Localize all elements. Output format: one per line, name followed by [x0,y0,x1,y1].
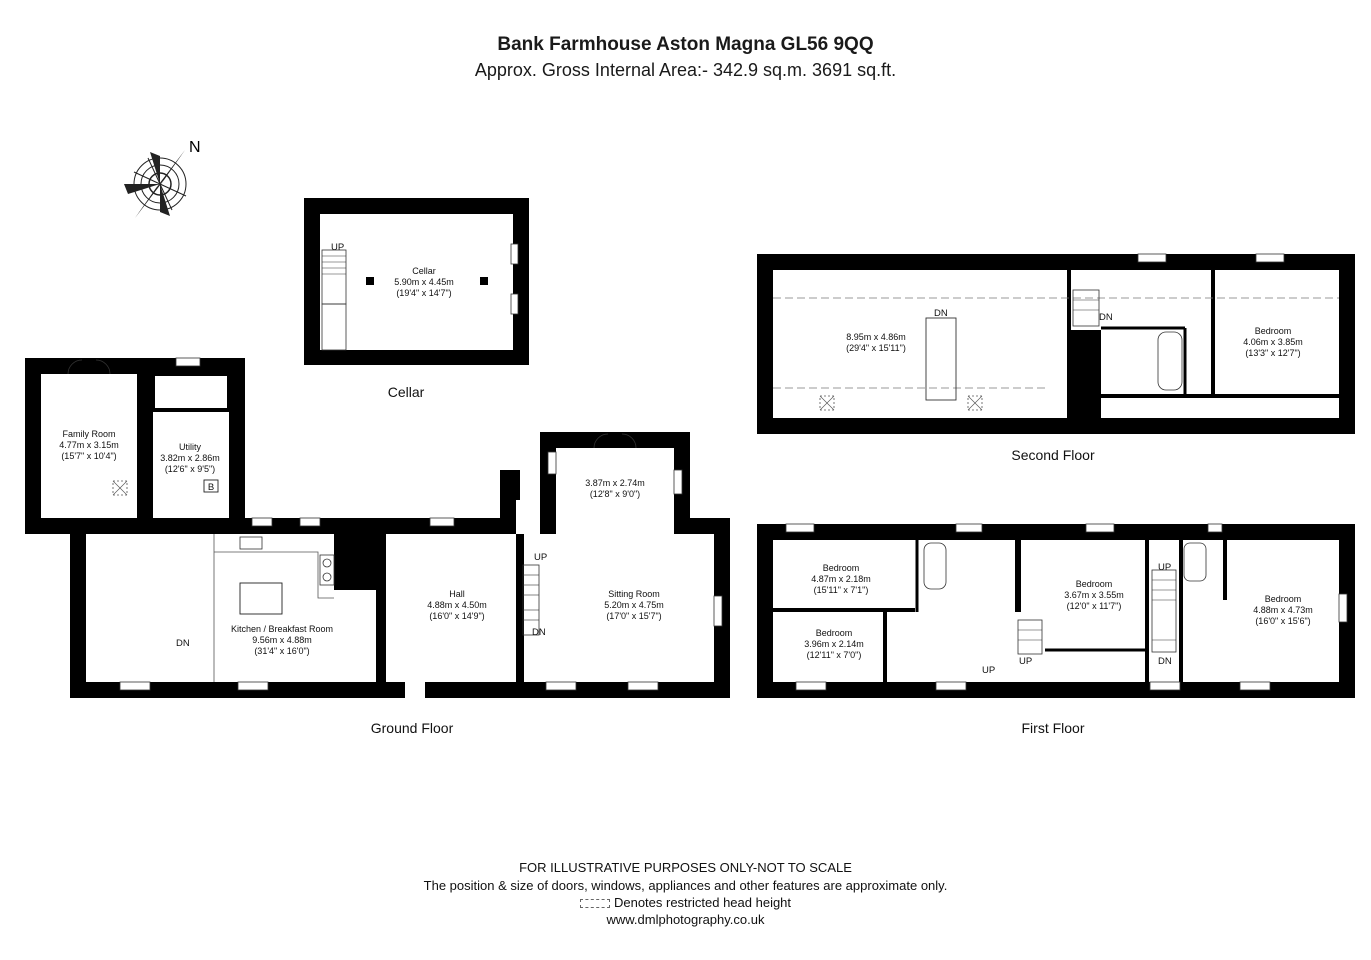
garden-room-metric: 3.87m x 2.74m [585,478,645,488]
kitchen-name: Kitchen / Breakfast Room [231,624,333,634]
first-dn-label: DN [1158,656,1172,667]
first-bed1-metric: 4.87m x 2.18m [811,574,871,584]
family-room-imperial: (15'7" x 10'4") [61,451,116,461]
kitchen-metric: 9.56m x 4.88m [252,635,312,645]
first-bed3-name: Bedroom [1076,579,1113,589]
second-floor-label: Second Floor [1011,447,1095,463]
north-label: N [189,139,201,156]
plan-title: Bank Farmhouse Aston Magna GL56 9QQ [497,34,874,55]
second-floor [757,253,1355,434]
kitchen-imperial: (31'4" x 16'0") [254,646,309,656]
first-bed1-name: Bedroom [823,563,860,573]
second-main-metric: 8.95m x 4.86m [846,332,906,342]
first-bed2-imperial: (12'11" x 7'0") [807,650,862,660]
ground-floor-label: Ground Floor [371,720,454,736]
cellar-floor-label: Cellar [388,384,425,400]
family-room-name: Family Room [62,429,115,439]
legend-text: Denotes restricted head height [613,895,792,910]
hall-metric: 4.88m x 4.50m [427,600,487,610]
garden-room-imperial: (12'8" x 9'0") [590,489,640,499]
cellar-up-label: UP [331,242,344,253]
compass-icon [124,150,196,218]
second-dn-label-2: DN [1099,312,1113,323]
legend-restricted-height: Denotes restricted head height [0,895,1371,910]
first-up-label-3: UP [982,665,995,676]
plan-subtitle: Approx. Gross Internal Area:- 342.9 sq.m… [474,60,897,80]
second-main-imperial: (29'4" x 15'11") [846,343,906,353]
second-dn-label: DN [934,308,948,319]
cellar-metric: 5.90m x 4.45m [394,277,454,287]
first-bed3-metric: 3.67m x 3.55m [1064,590,1124,600]
second-bedroom-name: Bedroom [1255,326,1292,336]
cellar-floor [304,198,529,365]
family-room-metric: 4.77m x 3.15m [59,440,119,450]
second-bedroom-metric: 4.06m x 3.85m [1243,337,1303,347]
ground-floor [25,357,730,698]
first-bed4-imperial: (16'0" x 15'6") [1255,616,1310,626]
utility-name: Utility [179,442,201,452]
dashed-box-icon [579,899,610,909]
first-bed2-metric: 3.96m x 2.14m [804,639,864,649]
sitting-room-metric: 5.20m x 4.75m [604,600,664,610]
first-floor-label: First Floor [1022,720,1085,736]
disclaimer-heading: FOR ILLUSTRATIVE PURPOSES ONLY-NOT TO SC… [519,860,852,875]
cellar-imperial: (19'4" x 14'7") [396,288,451,298]
hall-imperial: (16'0" x 14'9") [429,611,484,621]
utility-imperial: (12'6" x 9'5") [165,464,215,474]
sitting-room-imperial: (17'0" x 15'7") [606,611,661,621]
hall-name: Hall [449,589,465,599]
first-bed4-metric: 4.88m x 4.73m [1253,605,1313,615]
first-bed3-imperial: (12'0" x 11'7") [1067,601,1122,611]
first-up-label: UP [1158,562,1171,573]
first-up-label-2: UP [1019,656,1032,667]
utility-metric: 3.82m x 2.86m [160,453,220,463]
hall-up-label: UP [534,552,547,563]
first-bed1-imperial: (15'11" x 7'1") [814,585,869,595]
kitchen-dn-label: DN [176,638,190,649]
cellar-name: Cellar [412,266,436,276]
disclaimer-text: The position & size of doors, windows, a… [423,878,948,893]
first-bed2-name: Bedroom [816,628,853,638]
hall-dn-label: DN [532,627,546,638]
first-bed4-name: Bedroom [1265,594,1302,604]
first-floor [757,523,1355,698]
boiler-label: B [208,482,214,493]
website-url: www.dmlphotography.co.uk [606,912,765,927]
sitting-room-name: Sitting Room [608,589,660,599]
second-bedroom-imperial: (13'3" x 12'7") [1245,348,1300,358]
